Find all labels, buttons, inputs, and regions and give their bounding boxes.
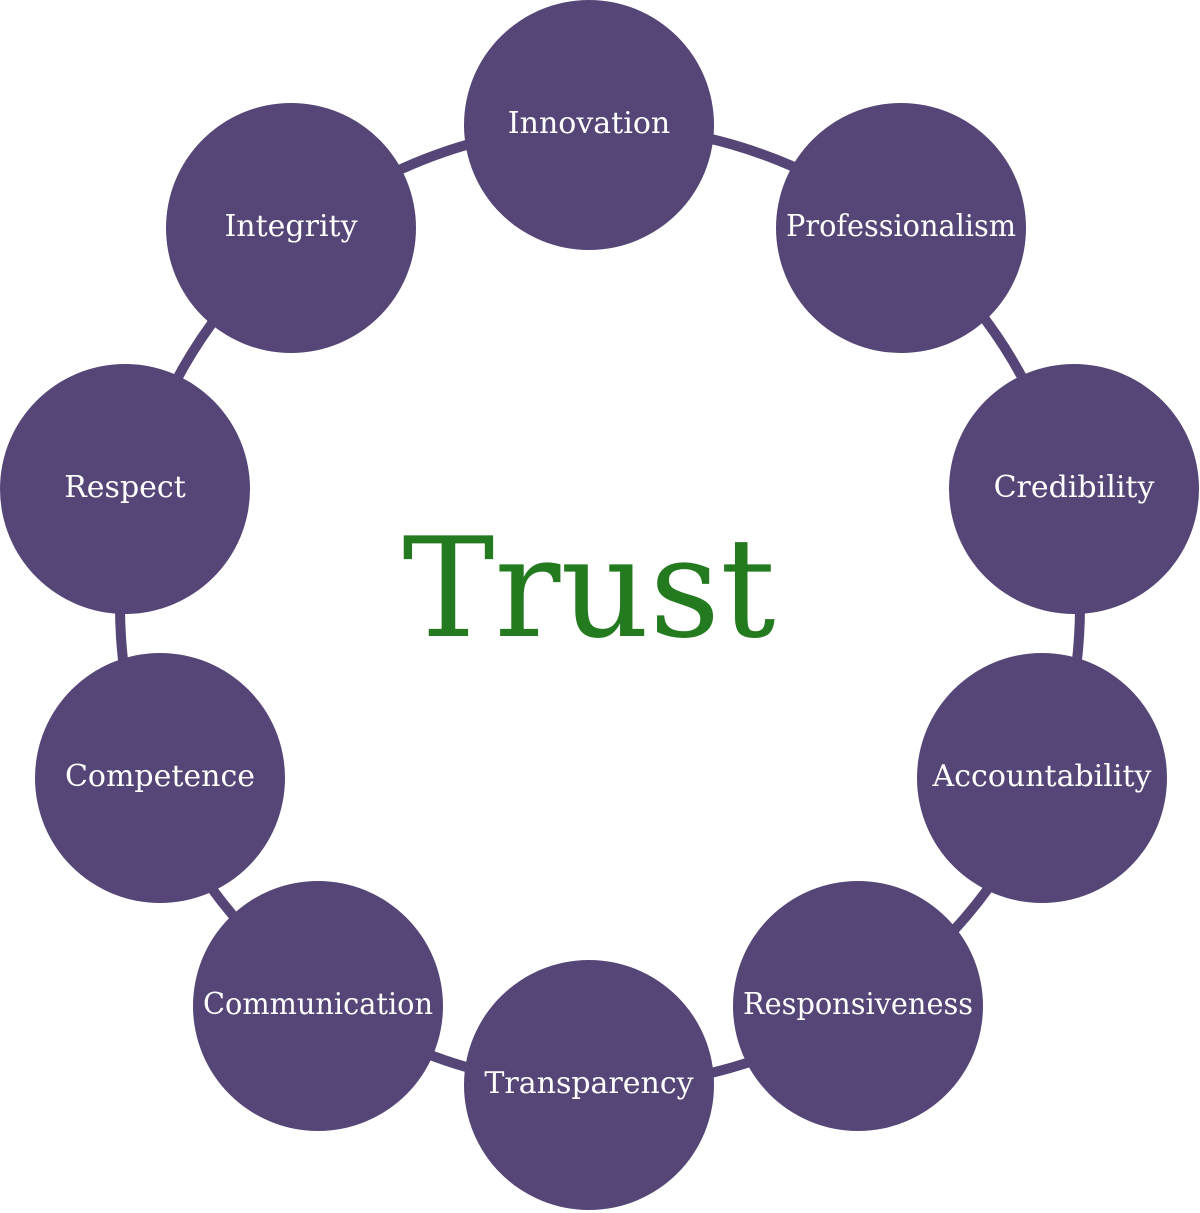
node-competence: Competence	[35, 653, 285, 903]
node-label-communication: Communication	[203, 987, 433, 1022]
node-label-competence: Competence	[65, 759, 255, 794]
node-circle-responsiveness	[733, 881, 983, 1131]
node-responsiveness: Responsiveness	[733, 881, 983, 1131]
node-circle-competence	[35, 653, 285, 903]
node-circle-transparency	[464, 960, 714, 1210]
center-label-trust: Trust	[402, 508, 775, 669]
node-circle-credibility	[949, 364, 1199, 614]
node-circle-innovation	[464, 0, 714, 250]
node-innovation: Innovation	[464, 0, 714, 250]
node-label-credibility: Credibility	[994, 470, 1155, 505]
node-label-professionalism: Professionalism	[786, 209, 1016, 244]
node-label-accountability: Accountability	[932, 759, 1152, 794]
node-circle-respect	[0, 364, 250, 614]
node-accountability: Accountability	[917, 653, 1167, 903]
node-circle-professionalism	[776, 103, 1026, 353]
node-integrity: Integrity	[166, 103, 416, 353]
node-circle-communication	[193, 881, 443, 1131]
node-professionalism: Professionalism	[776, 103, 1026, 353]
node-transparency: Transparency	[464, 960, 714, 1210]
node-label-respect: Respect	[64, 470, 186, 505]
node-label-transparency: Transparency	[484, 1066, 693, 1101]
node-circle-accountability	[917, 653, 1167, 903]
node-label-responsiveness: Responsiveness	[743, 987, 973, 1022]
node-respect: Respect	[0, 364, 250, 614]
node-circle-integrity	[166, 103, 416, 353]
node-label-integrity: Integrity	[224, 209, 357, 244]
node-credibility: Credibility	[949, 364, 1199, 614]
node-communication: Communication	[193, 881, 443, 1131]
node-label-innovation: Innovation	[508, 106, 670, 141]
